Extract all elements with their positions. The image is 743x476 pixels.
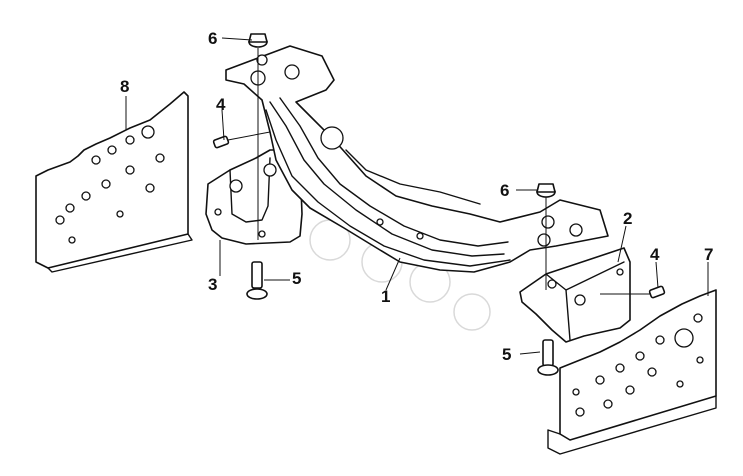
callout-3: 3: [208, 275, 217, 294]
flange-nut-right: [536, 183, 556, 290]
callout-4-right: 4: [650, 245, 660, 264]
leader-lines: [125, 37, 709, 355]
callout-6-right: 6: [500, 181, 509, 200]
left-frame-plate: [35, 91, 193, 273]
bolt-left: [212, 131, 271, 149]
callout-6-left: 6: [208, 29, 217, 48]
callout-5-right: 5: [502, 345, 511, 364]
callout-labels: 1 2 3 4 4 5 5 6 6 7 8: [120, 29, 713, 364]
callout-2: 2: [623, 209, 632, 228]
callout-7: 7: [704, 245, 713, 264]
flange-bolt-left: [246, 261, 268, 300]
right-support-bracket: [519, 247, 631, 343]
callout-1: 1: [381, 287, 390, 306]
crossmember: [225, 45, 609, 273]
callout-4-left: 4: [216, 95, 226, 114]
callout-5-left: 5: [292, 269, 301, 288]
right-frame-plate: [547, 289, 717, 455]
flange-bolt-right: [537, 339, 559, 376]
callout-8: 8: [120, 77, 129, 96]
left-support-bracket: [205, 149, 303, 245]
bolt-right: [600, 285, 666, 299]
flange-nut-top-left: [248, 33, 268, 240]
